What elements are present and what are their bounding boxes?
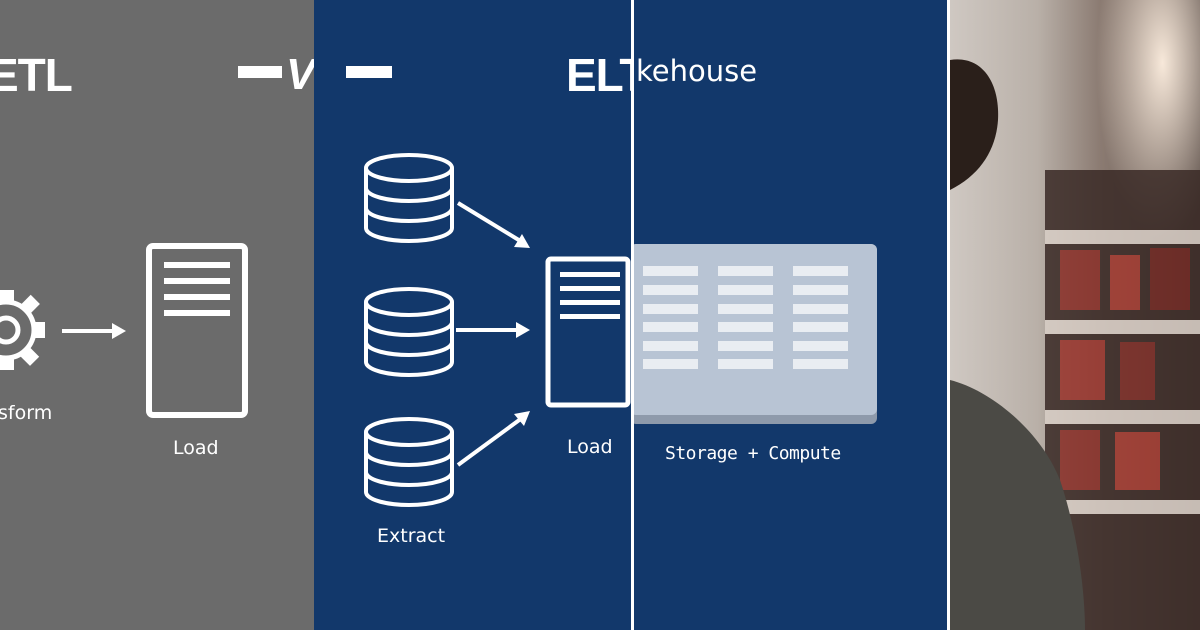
elt-arrow-top [456,201,530,248]
etl-load-label: Load [173,437,219,459]
etl-load-document-icon [146,243,248,418]
vs-dash-right [346,66,392,78]
store-photo [950,59,1200,630]
database-icon [364,417,454,507]
etl-transform-label: sform [0,402,53,424]
etl-arrow [62,323,126,339]
elt-title: ELT [566,49,631,101]
elt-load-document-icon [545,256,631,408]
elt-arrow-bottom [456,411,530,467]
elt-arrow-middle [456,322,530,338]
storage-compute-label: Storage + Compute [665,443,841,464]
elt-diagram [364,153,631,507]
etl-diagram [0,243,248,418]
database-icon [364,153,454,243]
database-icon [364,287,454,377]
etl-panel: ETL sform Load VS [0,0,314,630]
storage-compute-block [634,244,877,424]
etl-title: ETL [0,49,73,101]
elt-panel: ELT [314,0,631,630]
lakehouse-panel: kehouse Storage + Compute [631,0,950,630]
storage-grid [643,266,848,369]
vs-dash-left [238,66,282,78]
elt-extract-label: Extract [377,525,446,547]
vs-text: VS [286,50,314,99]
lakehouse-title-fragment: kehouse [636,54,758,88]
photo-panel [950,0,1200,630]
elt-load-label: Load [567,436,613,458]
gear-icon [0,290,45,370]
